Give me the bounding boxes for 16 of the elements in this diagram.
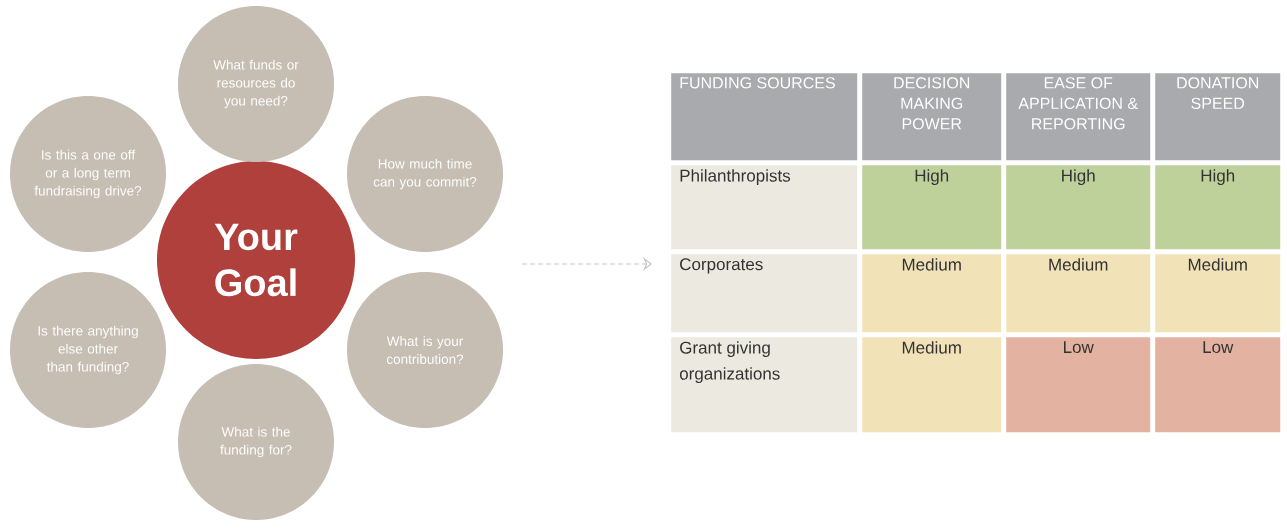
table-cell: Low — [1006, 337, 1151, 433]
header-cell: DECISION MAKING POWER — [862, 73, 1002, 161]
table-cell: Medium — [1006, 254, 1151, 333]
table-cell: Medium — [1155, 254, 1281, 333]
header-cell: FUNDING SOURCES — [671, 73, 858, 161]
table-cell: Philanthropists — [671, 165, 858, 250]
table-cell: High — [1155, 165, 1281, 250]
header-cell: EASE OF APPLICATION & REPORTING — [1006, 73, 1151, 161]
table-cell: Low — [1155, 337, 1281, 433]
header-cell: DONATION SPEED — [1155, 73, 1281, 161]
table-cell: Corporates — [671, 254, 858, 333]
table-cell: High — [1006, 165, 1151, 250]
table-cell: High — [862, 165, 1002, 250]
table-cell: Medium — [862, 337, 1002, 433]
table-cell: Grant giving organizations — [671, 337, 858, 433]
table-cell: Medium — [862, 254, 1002, 333]
